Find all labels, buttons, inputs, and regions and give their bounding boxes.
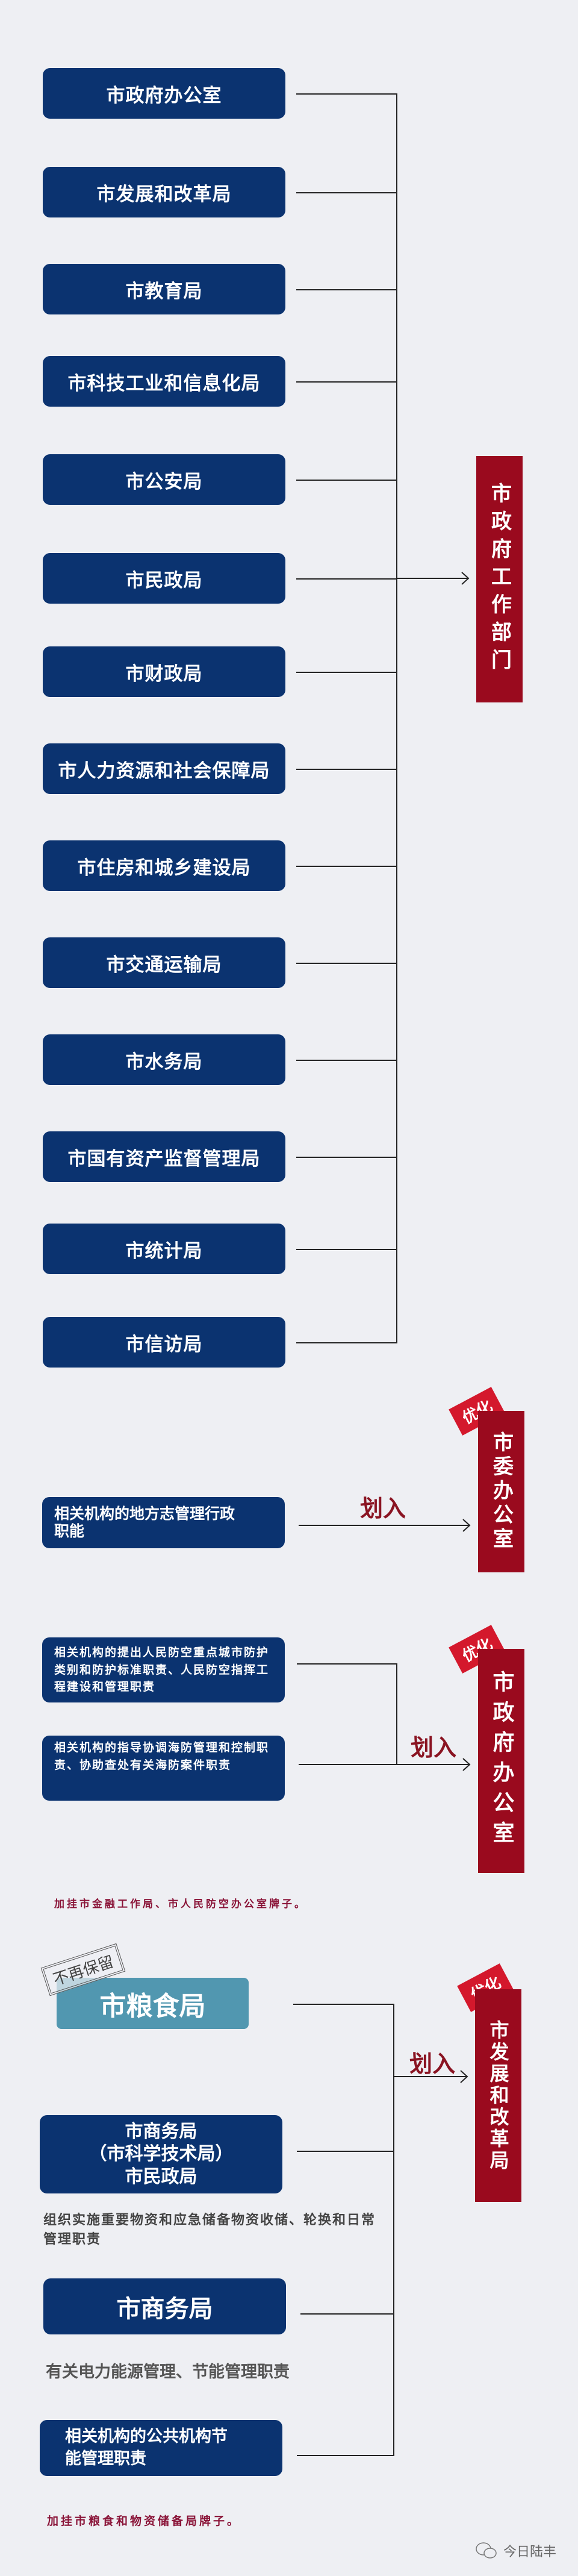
wechat-icon (476, 2542, 497, 2559)
duty-description: 组织实施重要物资和应急储备物资收储、轮换和日常管理职责 (43, 2213, 376, 2247)
connector-vertical (396, 1663, 397, 1765)
department-box: 市政府办公室 (43, 68, 285, 119)
connector (293, 2004, 394, 2005)
connector (296, 192, 397, 193)
source-coastal-defense: 相关机构的指导协调海防管理和控制职责、协助查处有关海防案件职责 (42, 1736, 285, 1801)
watermark: 今日陆丰 (474, 2541, 556, 2560)
connector (296, 1060, 397, 1061)
connector (296, 381, 397, 383)
department-box: 市发展和改革局 (43, 167, 285, 217)
target-government-office-box: 市政府办公室 (478, 1649, 524, 1873)
connector-vertical (396, 93, 397, 1343)
duty-description: 有关电力能源管理、节能管理职责 (46, 2363, 290, 2381)
connector (300, 2313, 394, 2315)
connector (296, 769, 397, 770)
target-government-office: 市政府办公室 (489, 1671, 514, 1851)
arrow-head-icon (460, 2070, 468, 2083)
target-government-departments: 市政府工作部门 (487, 482, 512, 677)
connector (296, 480, 397, 481)
connector (297, 2151, 394, 2152)
connector (296, 1249, 397, 1250)
connector (296, 866, 397, 867)
source-public-energy-saving: 相关机构的公共机构节能管理职责 (40, 2420, 282, 2476)
note-additional-names: 加挂市粮食和物资储备局牌子。 (47, 2515, 241, 2528)
arrow-line (299, 1764, 470, 1765)
connector (297, 1663, 397, 1665)
connector (296, 672, 397, 673)
transfer-label: 划入 (409, 2051, 456, 2077)
target-development-reform-bureau: 市发展和改革局 (486, 2019, 510, 2172)
department-box: 市交通运输局 (43, 937, 285, 988)
connector (296, 289, 397, 290)
arrow-head-icon (462, 1519, 471, 1532)
connector (296, 963, 397, 964)
department-box: 市教育局 (43, 264, 285, 314)
box-line: 市商务局 (125, 2121, 197, 2142)
connector (296, 1342, 397, 1343)
box-line: （市科学技术局） (89, 2143, 234, 2165)
source-commerce-science-civil: 市商务局 （市科学技术局） 市民政局 (40, 2115, 282, 2193)
arrow-head-icon (461, 572, 470, 585)
source-civil-air-defense: 相关机构的提出人民防空重点城市防护类别和防护标准职责、人民防空指挥工程建设和管理… (42, 1637, 285, 1702)
department-box: 市公安局 (43, 454, 285, 505)
department-box: 市水务局 (43, 1034, 285, 1085)
connector (297, 2455, 394, 2456)
connector-vertical (393, 2004, 394, 2456)
department-box: 市财政局 (43, 646, 285, 697)
target-party-committee-office-box: 市委办公室 (478, 1411, 524, 1572)
target-party-committee-office: 市委办公室 (489, 1431, 514, 1552)
department-box: 市国有资产监督管理局 (43, 1131, 285, 1182)
source-local-chronicles: 相关机构的地方志管理行政职能 (42, 1497, 285, 1548)
department-box: 市信访局 (43, 1317, 285, 1368)
department-box: 市科技工业和信息化局 (43, 356, 285, 407)
arrow-line (299, 1525, 470, 1526)
department-box: 市民政局 (43, 553, 285, 604)
transfer-label: 划入 (411, 1734, 457, 1761)
connector (296, 578, 397, 580)
abolished-grain-bureau: 市粮食局 (57, 1978, 249, 2029)
connector (296, 1157, 397, 1158)
connector (296, 93, 397, 95)
target-government-departments-box: 市政府工作部门 (476, 456, 523, 702)
target-development-reform-bureau-box: 市发展和改革局 (475, 1989, 521, 2202)
note-additional-names: 加挂市金融工作局、市人民防空办公室牌子。 (54, 1898, 307, 1910)
department-box: 市统计局 (43, 1224, 285, 1274)
connector-to-target (397, 578, 468, 579)
arrow-head-icon (462, 1758, 471, 1771)
source-commerce-bureau: 市商务局 (43, 2278, 286, 2334)
arrow-line (394, 2076, 467, 2077)
transfer-label: 划入 (360, 1495, 406, 1522)
box-line: 市民政局 (125, 2166, 197, 2187)
watermark-text: 今日陆丰 (503, 2545, 557, 2560)
department-box: 市人力资源和社会保障局 (43, 743, 285, 794)
department-box: 市住房和城乡建设局 (43, 840, 285, 891)
